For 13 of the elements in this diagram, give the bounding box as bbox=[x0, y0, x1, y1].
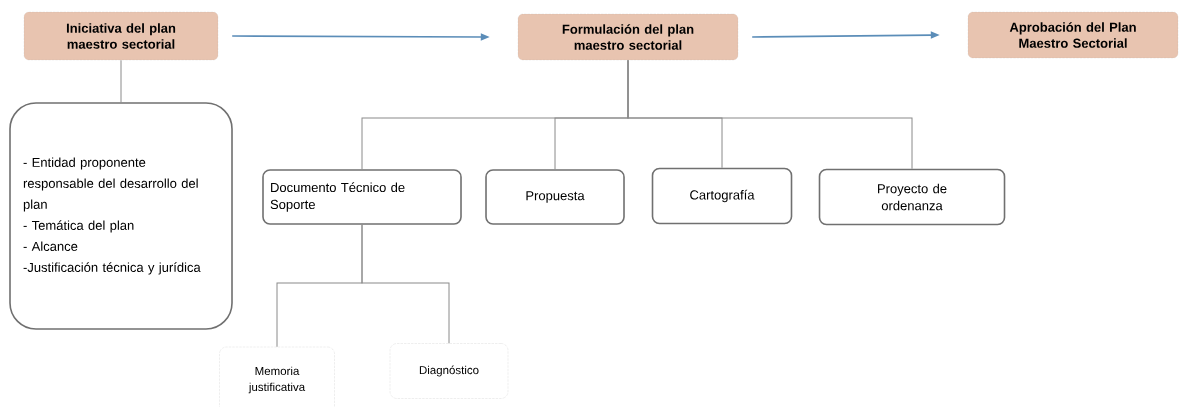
stage-box: Iniciativa del plan maestro sectorial bbox=[23, 11, 219, 61]
subcomponent-box: Memoria justificativa bbox=[219, 346, 335, 407]
connector-line bbox=[361, 224, 450, 344]
stage-box: Formulación del plan maestro sectorial bbox=[517, 13, 739, 61]
subcomponent-box: Diagnóstico bbox=[389, 343, 509, 399]
component-box: Documento Técnico de Soporte bbox=[262, 169, 462, 225]
connector-line bbox=[627, 59, 913, 170]
requirements-box: - Entidad proponente responsable del desarrollo del plan - Temática del plan - Alcance -Justificación técnica y jurídica bbox=[9, 102, 233, 330]
component-box: Propuesta bbox=[485, 169, 625, 225]
stage-box: Aprobación del Plan Maestro Sectorial bbox=[967, 11, 1179, 59]
connector-line bbox=[120, 59, 122, 103]
component-box: Cartografía bbox=[651, 167, 793, 225]
component-box: Proyecto de ordenanza bbox=[818, 168, 1006, 226]
